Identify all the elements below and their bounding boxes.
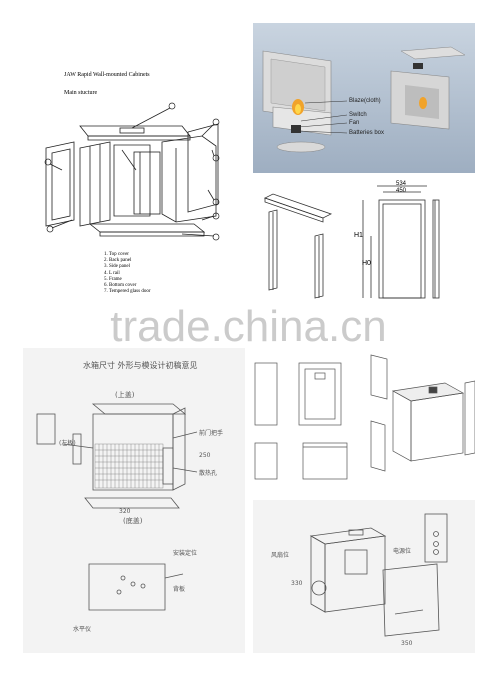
tech-views-drawing [254,354,475,480]
dim-top-450: 450 [396,188,407,194]
dim-h0: H0 [362,260,371,267]
render-label: Blaze(cloth) [349,98,381,104]
sketch-note: 散热孔 [199,470,218,477]
sketch-note: 安装定位 [173,550,198,557]
legend-item: 4. L rail [104,270,120,276]
legend-item: 3. Side panel [104,264,130,270]
sketch-right-dim: 330 [291,580,303,587]
sketch-cabinet-drawing [36,403,198,611]
dimension-drawing [263,185,440,299]
structure-subtitle: Main stucture [64,90,98,96]
sketch-note: 背板 [173,586,186,593]
structure-title: JAW Rapid Wall-mounted Cabinets [64,72,150,78]
sketch-dim: 250 [199,452,211,459]
legend-item: 7. Tempered glass door [104,289,151,295]
watermark: trade.china.cn [110,302,387,351]
render-drawing [253,23,475,173]
sketch-dim: 320 [119,508,131,515]
panel-hand-sketch-left: 水箱尺寸 外形与模设计初稿意见 [23,348,245,653]
panel-dimensions: 534 450 H1 H0 [253,180,475,300]
sketch-right-dim: 350 [401,640,413,647]
sketch-note: 前门把手 [199,430,224,437]
sketch-right-note: 电源位 [393,548,412,555]
legend-item: 5. Frame [104,276,122,282]
panel-main-structure: JAW Rapid Wall-mounted Cabinets Main stu… [12,20,237,315]
sketch-right-note: 风扇位 [271,552,290,559]
sketch-heading: 水箱尺寸 外形与模设计初稿意见 [83,361,198,370]
dim-top-534: 534 [396,181,407,187]
render-label: Batteries box [349,130,385,136]
render-label: Fan [349,120,360,126]
legend-item: 6. Bottom cover [104,283,137,289]
render-label: Switch [349,112,367,118]
exploded-cabinet-drawing [44,102,220,241]
panel-tech-views [253,343,475,488]
sketch-note: 水平仪 [73,626,92,633]
sketch-note: (上盖) [115,391,135,399]
panel-hand-sketch-right: 风扇位 电源位 330 350 [253,500,475,653]
sketch-note: (左板) [59,440,76,447]
legend-item: 1. Top cover [104,252,129,257]
legend-item: 2. Back panel [104,258,132,264]
panel-3d-render: Blaze(cloth) Switch Fan Batteries box [253,23,475,173]
sketch-note: (底盖) [123,517,143,525]
dim-h1: H1 [354,232,363,239]
structure-legend: 1. Top cover 2. Back panel 3. Side panel… [104,252,151,295]
sketch-right-drawing [309,513,448,637]
